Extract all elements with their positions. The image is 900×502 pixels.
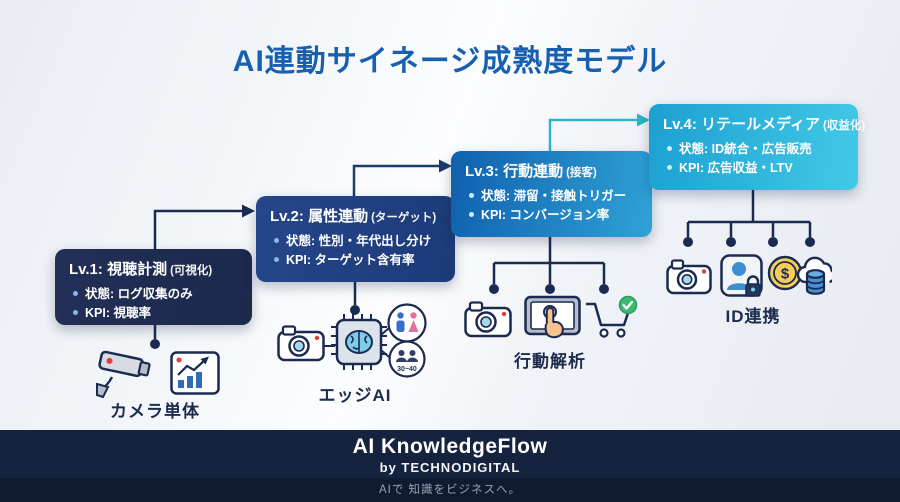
level-3-icons <box>464 295 638 339</box>
age-range-text: 30~40 <box>397 366 417 373</box>
arrow-lv3-to-lv4 <box>548 113 650 151</box>
level-1-bullets: 状態: ログ収集のみ KPI: 視聴率 <box>73 285 242 324</box>
branch-lines <box>153 190 812 339</box>
cloud-database-icon <box>796 256 832 295</box>
level-4-bullets: 状態: ID統合・広告販売 KPI: 広告収益・LTV <box>667 140 848 179</box>
level-1-icons <box>96 350 220 399</box>
bullet-dot <box>73 291 78 296</box>
bullet-item: KPI: ターゲット含有率 <box>274 251 445 270</box>
bullet-text: KPI: ターゲット含有率 <box>286 253 415 268</box>
level-3-heading: Lv.3: 行動連動(接客) <box>465 160 642 181</box>
level-2-icons: 30~40 <box>277 303 427 378</box>
analytics-chart-icon <box>170 351 220 395</box>
gender-segment-icon <box>387 303 427 343</box>
level-2-box: Lv.2: 属性連動(ターゲット) 状態: 性別・年代出し分け KPI: ターゲ… <box>256 196 455 282</box>
bullet-dot <box>73 310 78 316</box>
camera-icon <box>666 259 712 295</box>
bullet-text: 状態: ログ収集のみ <box>85 287 193 301</box>
age-segment-icon: 30~40 <box>388 340 426 378</box>
level-4-heading-text: Lv.4: リテールメディア <box>663 116 821 133</box>
level-4-box: Lv.4: リテールメディア(収益化) 状態: ID統合・広告販売 KPI: 広… <box>649 104 865 190</box>
bullet-dot <box>469 193 474 198</box>
branch-dots <box>150 237 815 349</box>
level-1-heading: Lv.1: 視聴計測(可視化) <box>69 258 242 279</box>
level-4-qualifier: (収益化) <box>823 120 866 132</box>
level-3-qualifier: (接客) <box>566 167 597 179</box>
level-4-caption: ID連携 <box>725 307 781 326</box>
level-2-bullets: 状態: 性別・年代出し分け KPI: ターゲット含有率 <box>274 232 445 271</box>
bullet-text: 状態: ID統合・広告販売 <box>679 142 812 156</box>
level-4-heading: Lv.4: リテールメディア(収益化) <box>663 113 865 134</box>
bullet-item: KPI: コンバージョン率 <box>469 206 642 225</box>
level-2-heading-text: Lv.2: 属性連動 <box>270 208 369 225</box>
page-title: AI連動サイネージ成熟度モデル <box>232 45 668 78</box>
level-2-caption: エッジAI <box>318 386 392 405</box>
level-1-heading-text: Lv.1: 視聴計測 <box>69 261 168 278</box>
bullet-dot <box>667 146 672 151</box>
level-4-icons: $ <box>666 254 832 297</box>
arrow-lv1-to-lv2 <box>153 204 255 249</box>
bullet-item: 状態: ログ収集のみ <box>73 285 242 304</box>
tablet-touch-icon <box>524 295 581 339</box>
bullet-text: KPI: 視聴率 <box>85 306 151 321</box>
level-1-caption: カメラ単体 <box>110 402 200 421</box>
bullet-text: 状態: 性別・年代出し分け <box>286 234 432 248</box>
dollar-symbol: $ <box>781 266 790 283</box>
id-lock-icon <box>720 254 763 297</box>
bullet-text: KPI: コンバージョン率 <box>481 208 610 223</box>
brand-title: AI KnowledgeFlow <box>352 435 548 458</box>
ai-chip-brain-icon <box>331 314 387 370</box>
camera-icon <box>277 325 325 362</box>
camera-icon <box>464 301 512 338</box>
level-2-heading: Lv.2: 属性連動(ターゲット) <box>270 205 445 226</box>
cart-check-icon <box>585 295 638 338</box>
level-3-box: Lv.3: 行動連動(接客) 状態: 滞留・接触トリガー KPI: コンバージョ… <box>451 151 652 237</box>
bullet-dot <box>274 238 279 243</box>
bullet-dot <box>274 257 279 263</box>
bullet-item: KPI: 視聴率 <box>73 304 242 323</box>
level-1-box: Lv.1: 視聴計測(可視化) 状態: ログ収集のみ KPI: 視聴率 <box>55 249 252 325</box>
cctv-camera-icon <box>96 350 151 399</box>
level-1-qualifier: (可視化) <box>170 265 213 277</box>
bullet-dot <box>469 212 474 218</box>
footer-tagline-strip: AIで 知識をビジネスへ。 <box>0 478 900 502</box>
bullet-item: 状態: ID統合・広告販売 <box>667 140 848 159</box>
coin-icon: $ <box>767 255 803 291</box>
bullet-text: 状態: 滞留・接触トリガー <box>481 189 627 203</box>
footer-tagline: AIで 知識をビジネスへ。 <box>378 484 522 496</box>
arrow-lv2-to-lv3 <box>352 159 452 196</box>
brand-byline: by TECHNODIGITAL <box>379 460 521 475</box>
bullet-text: KPI: 広告収益・LTV <box>679 161 793 176</box>
bullet-dot <box>667 165 672 171</box>
bullet-item: 状態: 性別・年代出し分け <box>274 232 445 251</box>
bullet-item: 状態: 滞留・接触トリガー <box>469 187 642 206</box>
level-3-caption: 行動解析 <box>514 352 586 371</box>
level-3-bullets: 状態: 滞留・接触トリガー KPI: コンバージョン率 <box>469 187 642 226</box>
level-3-heading-text: Lv.3: 行動連動 <box>465 163 564 180</box>
footer: AI KnowledgeFlow by TECHNODIGITAL AIで 知識… <box>0 430 900 502</box>
level-2-qualifier: (ターゲット) <box>371 212 437 224</box>
bullet-item: KPI: 広告収益・LTV <box>667 159 848 178</box>
